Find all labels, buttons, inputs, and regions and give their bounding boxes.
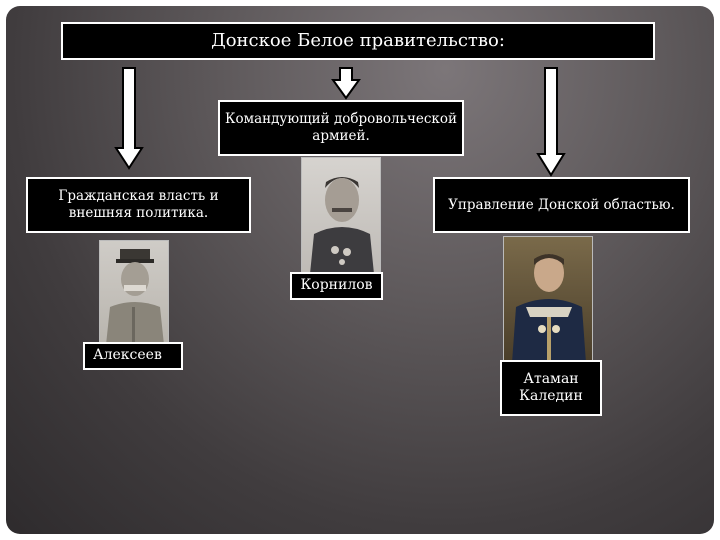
- don-administration-box: Управление Донской областью.: [433, 177, 690, 233]
- slide-background: Донское Белое правительство: Командующий…: [6, 6, 714, 534]
- right-arrow: [536, 67, 566, 177]
- kaledin-portrait: [503, 236, 593, 362]
- alekseev-portrait: [99, 240, 169, 344]
- center-arrow: [331, 67, 361, 100]
- left-arrow: [114, 67, 144, 170]
- page-title: Донское Белое правительство:: [61, 22, 655, 60]
- alekseev-label: Алексеев: [83, 342, 183, 370]
- kaledin-label: Атаман Каледин: [500, 360, 602, 416]
- commander-box: Командующий добровольческой армией.: [218, 100, 464, 156]
- kornilov-label: Корнилов: [290, 272, 383, 300]
- civil-authority-box: Гражданская власть и внешняя политика.: [26, 177, 251, 233]
- kornilov-portrait: [301, 157, 381, 273]
